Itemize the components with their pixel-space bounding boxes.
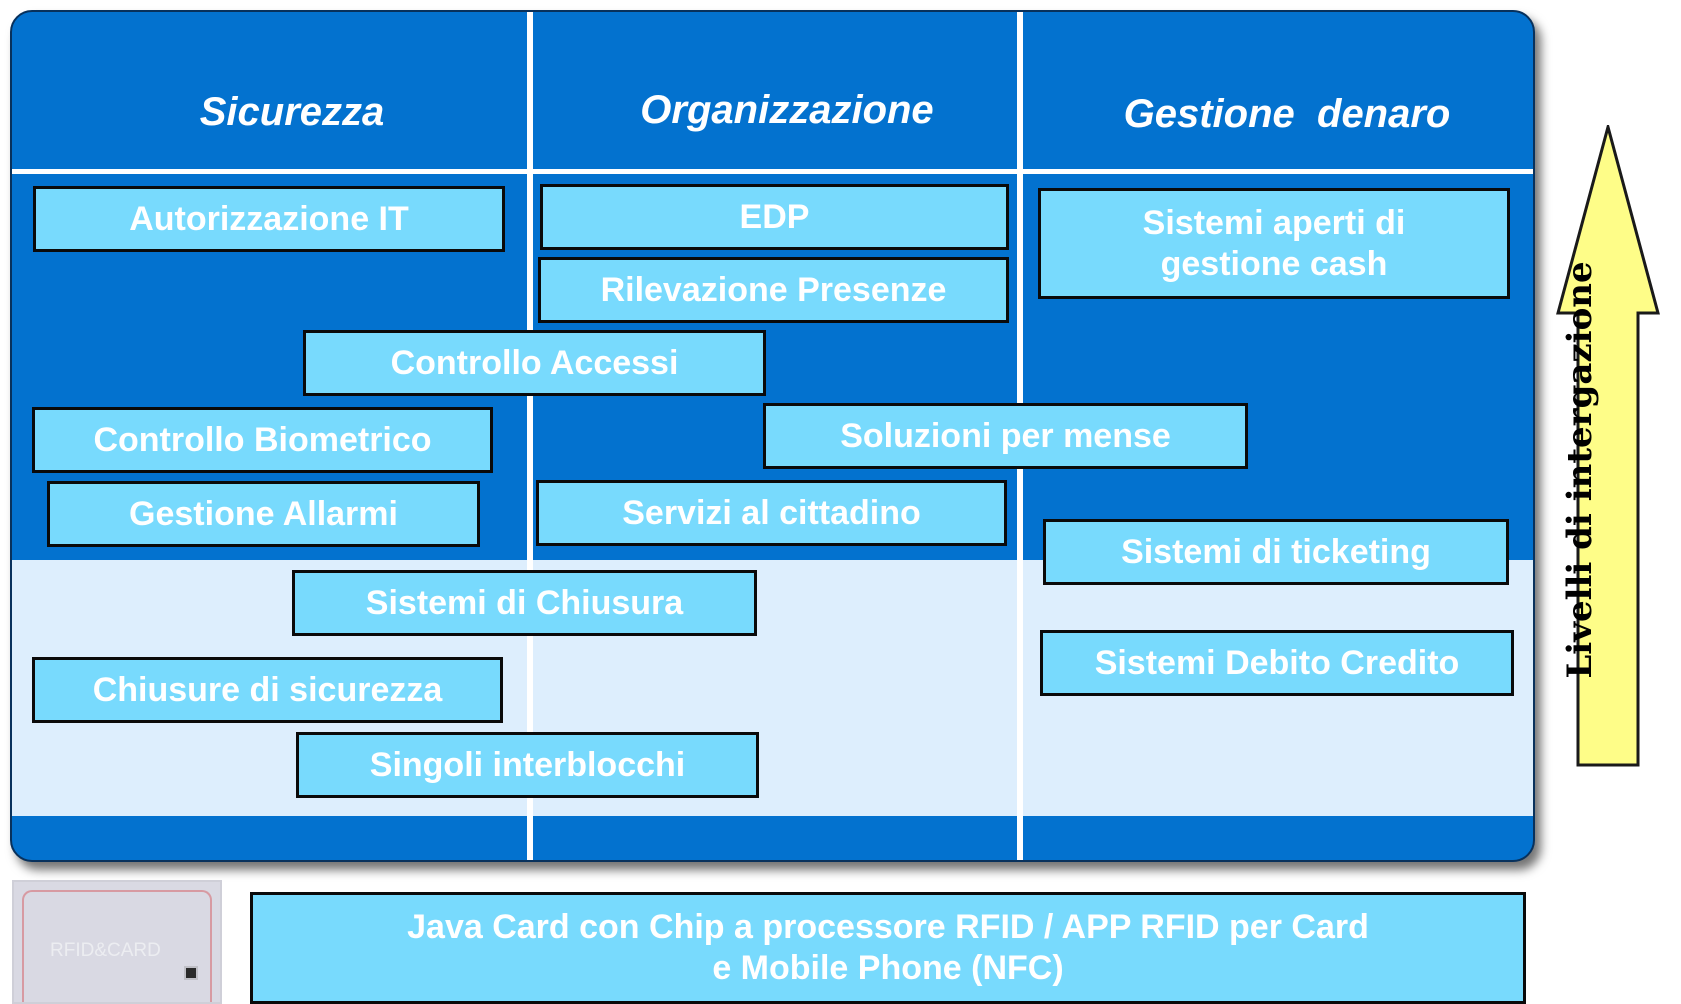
box-chiusure-sicurezza: Chiusure di sicurezza: [32, 657, 503, 723]
box-sistemi-ticketing: Sistemi di ticketing: [1043, 519, 1509, 585]
box-gestione-allarmi: Gestione Allarmi: [47, 481, 480, 547]
rfid-chip-icon: [184, 966, 198, 980]
box-controllo-accessi: Controllo Accessi: [303, 330, 766, 396]
box-singoli-interblocchi: Singoli interblocchi: [296, 732, 759, 798]
box-java-card: Java Card con Chip a processore RFID / A…: [250, 892, 1526, 1004]
column-divider-1: [527, 12, 533, 860]
box-edp: EDP: [540, 184, 1009, 250]
arrow-label-livelli: Livelli di intergazione: [1560, 261, 1600, 679]
header-divider: [12, 169, 1533, 174]
column-title-sicurezza: Sicurezza: [199, 90, 385, 134]
box-sistemi-debito-credito: Sistemi Debito Credito: [1040, 630, 1514, 696]
rfid-card-image: RFID&CARD: [12, 880, 222, 1004]
column-title-gestione-denaro: Gestione denaro: [1123, 92, 1451, 136]
column-title-organizzazione: Organizzazione: [640, 88, 934, 132]
rfid-card-text: RFID&CARD: [50, 940, 161, 961]
box-rilevazione-presenze: Rilevazione Presenze: [538, 257, 1009, 323]
box-soluzioni-mense: Soluzioni per mense: [763, 403, 1248, 469]
box-servizi-cittadino: Servizi al cittadino: [536, 480, 1007, 546]
up-arrow-icon: [1556, 125, 1660, 767]
box-sistemi-chiusura: Sistemi di Chiusura: [292, 570, 757, 636]
box-autorizzazione-it: Autorizzazione IT: [33, 186, 505, 252]
box-sistemi-aperti-cash: Sistemi aperti di gestione cash: [1038, 188, 1510, 299]
box-controllo-biometrico: Controllo Biometrico: [32, 407, 493, 473]
rfid-card-border: [22, 890, 212, 1002]
